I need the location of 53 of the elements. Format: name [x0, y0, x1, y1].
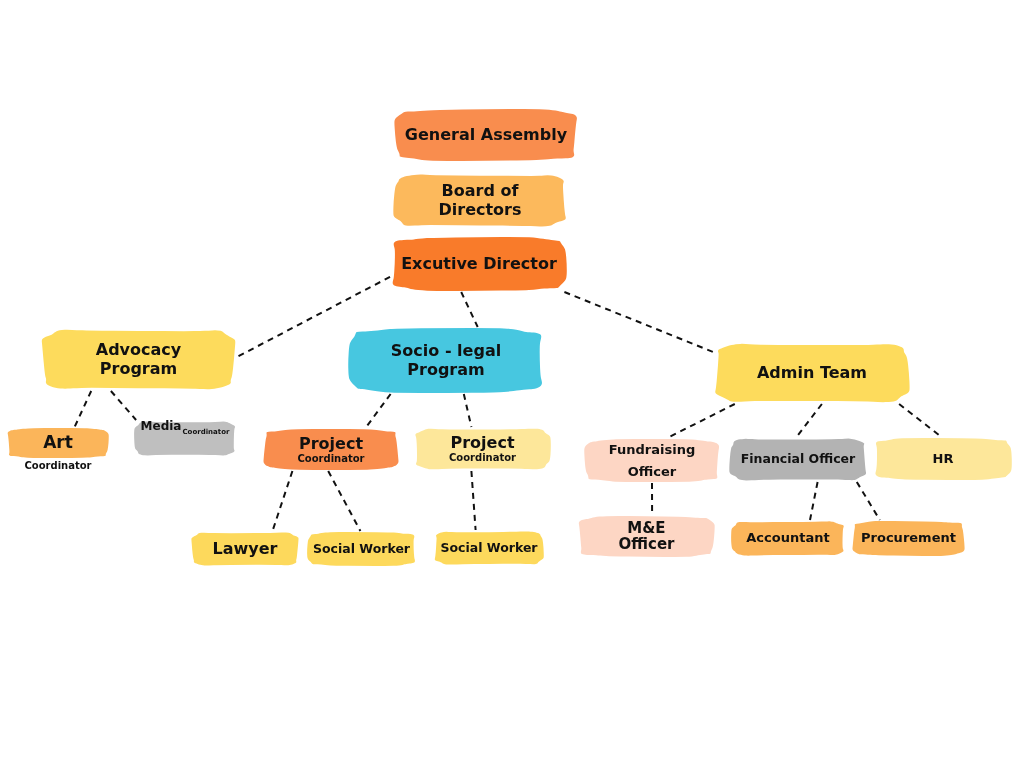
role-box — [393, 108, 579, 162]
role-title: Fundraising Officer — [607, 441, 697, 481]
role-subtitle: Coordinator — [448, 452, 516, 464]
role-box — [413, 427, 552, 471]
role-subtitle: Coordinator — [23, 460, 93, 472]
role-box — [262, 428, 400, 471]
role-title: Board of Directors — [437, 182, 523, 219]
role-box — [390, 236, 568, 292]
role-title: HR — [932, 451, 954, 467]
connector-line — [271, 470, 294, 532]
role-box — [577, 515, 716, 558]
role-box — [306, 531, 417, 567]
role-box — [433, 530, 545, 566]
role-title: Excutive Director — [401, 254, 557, 274]
role-title: Socio - legal Program — [389, 342, 503, 379]
connector-line — [795, 403, 823, 438]
connector-line — [462, 393, 473, 428]
role-title: Procurement — [861, 531, 956, 546]
role-box — [392, 173, 568, 228]
role-title: Project — [450, 434, 515, 453]
role-title: Social Worker — [440, 540, 538, 556]
connector-line — [327, 470, 362, 532]
connector-line — [460, 291, 479, 328]
role-title: Media — [140, 420, 182, 434]
role-title: Art — [43, 433, 73, 453]
role-box — [133, 420, 237, 457]
role-box — [40, 328, 237, 391]
role-title: Financial Officer — [740, 452, 856, 467]
role-title: Admin Team — [756, 363, 868, 383]
role-box — [730, 520, 846, 557]
connector-line — [855, 481, 881, 521]
role-box — [728, 437, 868, 482]
role-title: Project — [298, 434, 364, 453]
role-box — [873, 437, 1013, 481]
role-subtitle: Coordinator — [297, 452, 365, 465]
connector-line — [364, 393, 392, 429]
connector-line — [470, 470, 477, 531]
connector-line — [109, 390, 138, 421]
role-title: Social Worker — [312, 541, 411, 557]
connector-line — [809, 481, 819, 521]
role-box — [583, 438, 721, 483]
role-box — [851, 520, 966, 557]
role-box — [713, 342, 911, 404]
role-title: Accountant — [746, 531, 830, 546]
connector-line — [563, 291, 714, 353]
role-box — [190, 531, 300, 567]
role-title: Advocacy Program — [94, 341, 183, 378]
role-title: Lawyer — [212, 539, 278, 559]
role-title: M&E Officer — [617, 520, 676, 553]
role-title: General Assembly — [404, 125, 568, 145]
connector-line — [236, 275, 391, 358]
role-box — [347, 327, 545, 394]
connector-line — [73, 390, 93, 428]
